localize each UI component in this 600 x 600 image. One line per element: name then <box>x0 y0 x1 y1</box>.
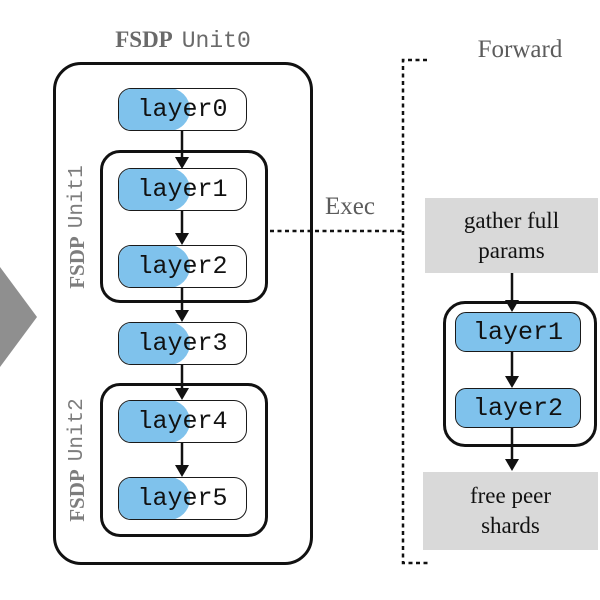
layer0-box: layer0 <box>118 88 247 131</box>
gather-box-line1: gather full <box>463 207 560 233</box>
forward-layer2-label: layer2 <box>472 393 563 423</box>
incoming-arrow-icon <box>0 267 37 367</box>
forward-layer1-box: layer1 <box>455 312 581 352</box>
layer3-box: layer3 <box>118 322 247 365</box>
layer1-box: layer1 <box>118 168 247 211</box>
layer4-shard-fill <box>119 401 191 442</box>
layer2-label: layer2 <box>137 252 228 281</box>
free-peer-shards-box: free peer shards <box>423 472 598 550</box>
layer5-label: layer5 <box>137 484 228 513</box>
fsdp-unit1-label-prefix: FSDP <box>64 236 89 289</box>
layer5-shard-fill <box>119 478 191 519</box>
free-box-line2: shards <box>481 513 540 538</box>
layer3-label: layer3 <box>137 329 228 358</box>
fsdp-unit0-title-prefix: FSDP <box>115 27 173 52</box>
fsdp-unit2-label-prefix: FSDP <box>64 469 89 522</box>
layer3-shard-fill <box>119 323 191 364</box>
forward-layer1-label: layer1 <box>472 317 563 347</box>
fsdp-unit0-container <box>53 62 313 565</box>
layer5-box: layer5 <box>118 477 247 520</box>
fsdp-unit2-container <box>100 383 268 537</box>
fsdp-unit1-label: FSDP Unit1 <box>64 147 90 307</box>
exec-label: Exec <box>325 193 375 220</box>
forward-layer2-box: layer2 <box>455 388 581 428</box>
layer2-box: layer2 <box>118 245 247 288</box>
layer2-shard-fill <box>119 246 191 287</box>
layer1-shard-fill <box>119 169 191 210</box>
fsdp-unit0-title-suffix: Unit0 <box>181 28 251 54</box>
fsdp-unit2-label: FSDP Unit2 <box>64 380 90 540</box>
forward-label: Forward <box>477 36 563 63</box>
forward-unit-container <box>443 301 597 447</box>
gather-box-line2: params <box>478 237 545 263</box>
layer0-label: layer0 <box>137 95 228 124</box>
free-box-line1: free peer <box>469 483 552 509</box>
fsdp-unit1-label-suffix: Unit1 <box>65 165 89 229</box>
gather-full-params-box: gather full params <box>425 198 598 273</box>
fsdp-unit1-container <box>100 150 268 303</box>
layer0-shard-fill <box>119 89 191 130</box>
fsdp-unit2-label-suffix: Unit2 <box>65 398 89 462</box>
layer4-box: layer4 <box>118 400 247 443</box>
fsdp-unit0-title: FSDP Unit0 <box>53 27 313 54</box>
layer4-label: layer4 <box>137 407 228 436</box>
layer1-label: layer1 <box>137 175 228 204</box>
